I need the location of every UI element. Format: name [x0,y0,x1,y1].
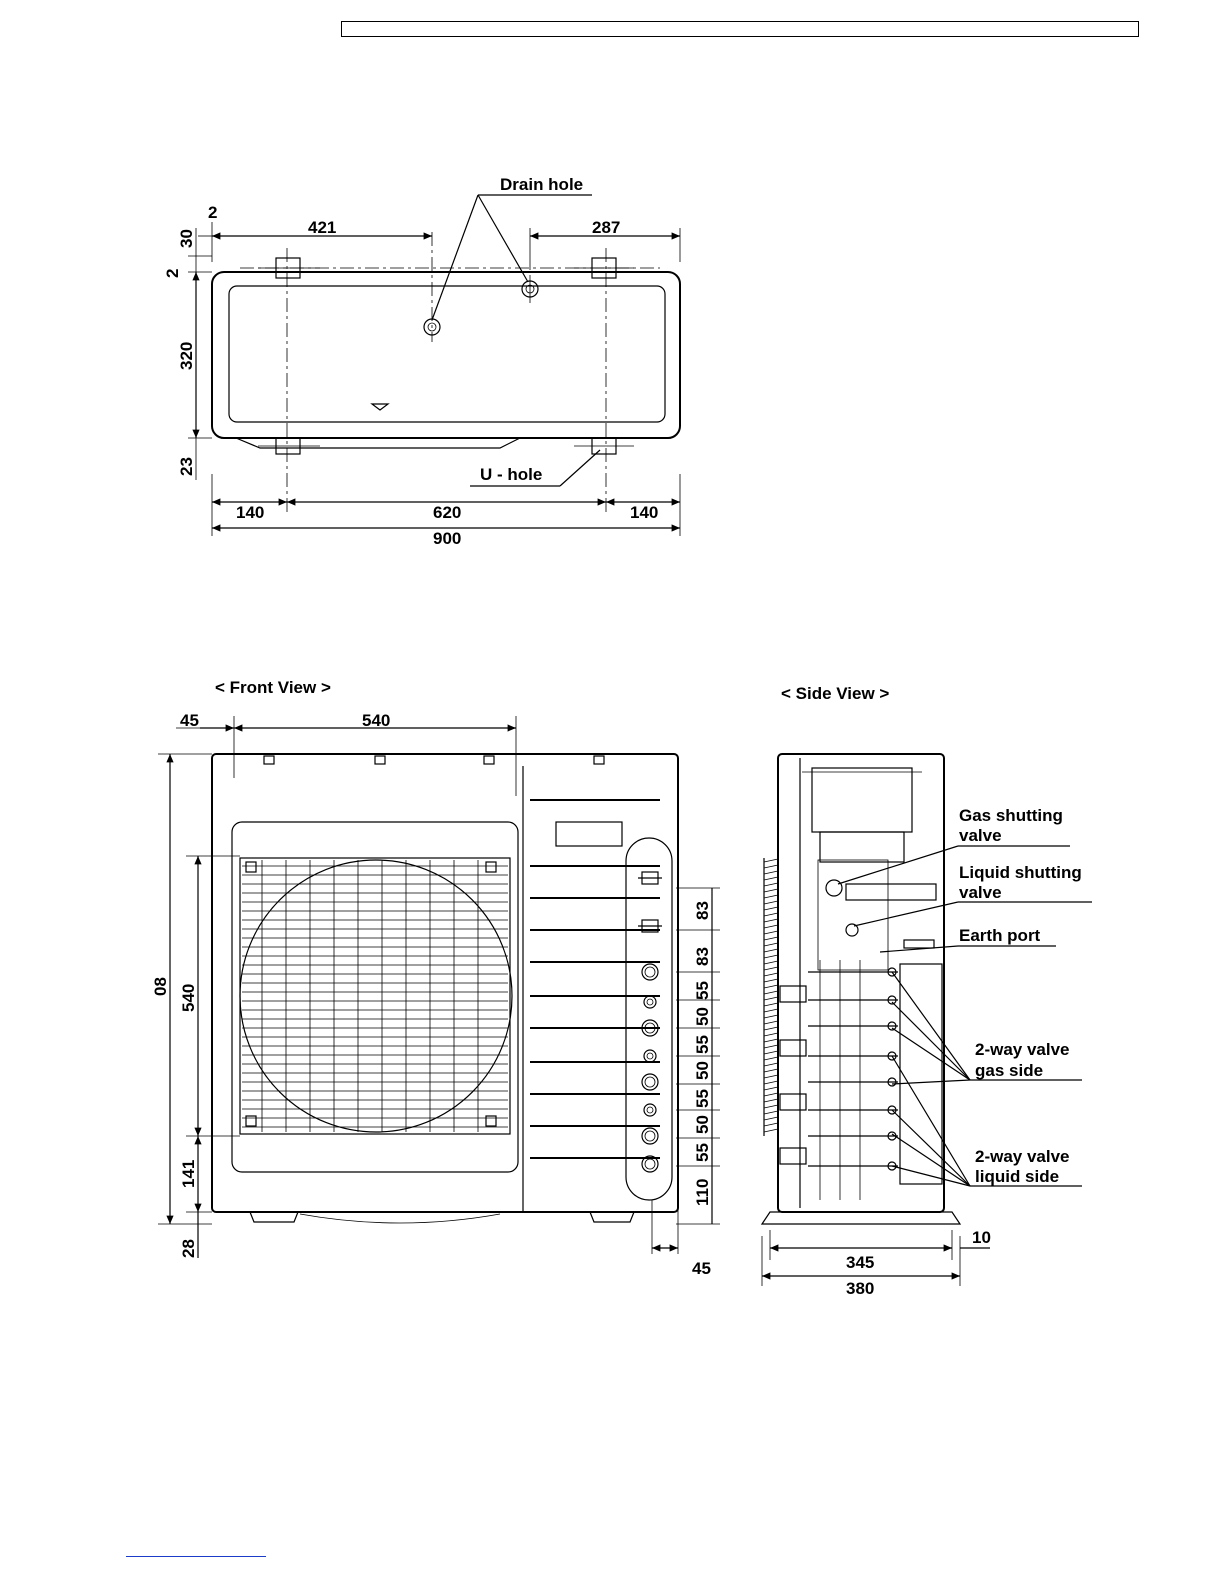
dim-front-height-total: 08 [151,977,170,996]
dim-side-380: 380 [846,1279,874,1298]
dim-port-50a: 50 [693,1007,712,1026]
dim-front-top-left: 45 [180,711,199,730]
dim-bottom-left: 140 [236,503,264,522]
dim-bottom-total: 900 [433,529,461,548]
dim-front-height-141: 141 [179,1160,198,1188]
dim-port-50b: 50 [693,1061,712,1080]
dim-port-55c: 55 [693,1089,712,1108]
internal-pipes [780,960,898,1200]
side-view: < Side View > [762,684,1092,1298]
dim-port-50c: 50 [693,1115,712,1134]
dim-side-320: 320 [177,342,196,370]
dim-bottom-right: 140 [630,503,658,522]
liquid-side-label-2: liquid side [975,1167,1059,1186]
gas-valve-label-2: valve [959,826,1002,845]
dim-top-left: 421 [308,218,336,237]
liquid-side-label-1: 2-way valve [975,1147,1070,1166]
dim-bottom-mid: 620 [433,503,461,522]
dim-front-right-45: 45 [692,1259,711,1278]
dim-front-top-width: 540 [362,711,390,730]
dim-side-2: 2 [163,269,182,278]
dim-top-right: 287 [592,218,620,237]
liquid-valve-label-2: valve [959,883,1002,902]
side-view-title: < Side View > [781,684,889,703]
footer-link[interactable] [126,1556,266,1557]
dim-side-10: 10 [972,1228,991,1247]
gas-valve-label-1: Gas shutting [959,806,1063,825]
front-view: < Front View > [151,678,720,1278]
gas-side-label-2: gas side [975,1061,1043,1080]
drain-hole-label: Drain hole [500,175,583,194]
dim-top-offset: 2 [208,203,217,222]
dim-side-345: 345 [846,1253,874,1272]
dim-port-110: 110 [693,1179,712,1206]
liquid-valve-label-1: Liquid shutting [959,863,1082,882]
u-hole-label: U - hole [480,465,542,484]
dim-port-55a: 55 [693,981,712,1000]
dim-front-height-540: 540 [179,984,198,1012]
front-view-title: < Front View > [215,678,331,697]
gas-side-label-1: 2-way valve [975,1040,1070,1059]
fan-grille [242,860,508,1132]
top-view: Drain hole U - hole 2 421 287 30 2 320 2… [163,175,680,548]
dim-port-83a: 83 [693,901,712,920]
dim-port-55d: 55 [693,1143,712,1162]
dim-front-height-28: 28 [179,1239,198,1258]
side-panel-slats [530,800,660,1158]
dim-side-30: 30 [177,229,196,248]
heat-exchanger-fins [764,858,778,1136]
dim-side-23: 23 [177,457,196,476]
dim-port-83b: 83 [693,947,712,966]
earth-port-label: Earth port [959,926,1041,945]
dim-port-55b: 55 [693,1035,712,1054]
gas-valve-icon [826,880,842,896]
